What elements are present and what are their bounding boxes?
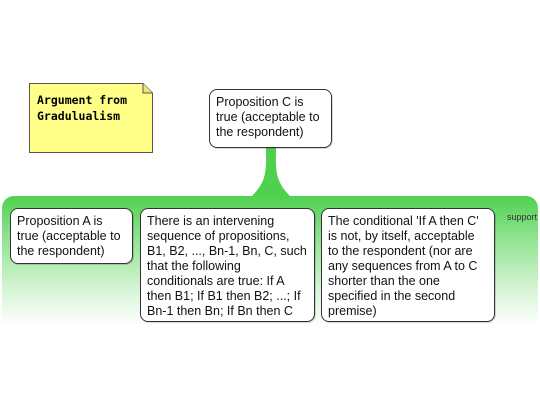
note-shape xyxy=(29,83,153,153)
argument-scheme-note[interactable]: Argument from Gradulualism xyxy=(29,83,153,153)
support-label: support xyxy=(506,212,537,222)
premise-box-2[interactable]: There is an intervening sequence of prop… xyxy=(140,208,315,322)
conclusion-box[interactable]: Proposition C is true (acceptable to the… xyxy=(209,89,332,148)
premise-box-1[interactable]: Proposition A is true (acceptable to the… xyxy=(10,208,133,264)
premise-box-3[interactable]: The conditional 'If A then C' is not, by… xyxy=(321,208,495,322)
note-text: Argument from Gradulualism xyxy=(37,93,128,123)
